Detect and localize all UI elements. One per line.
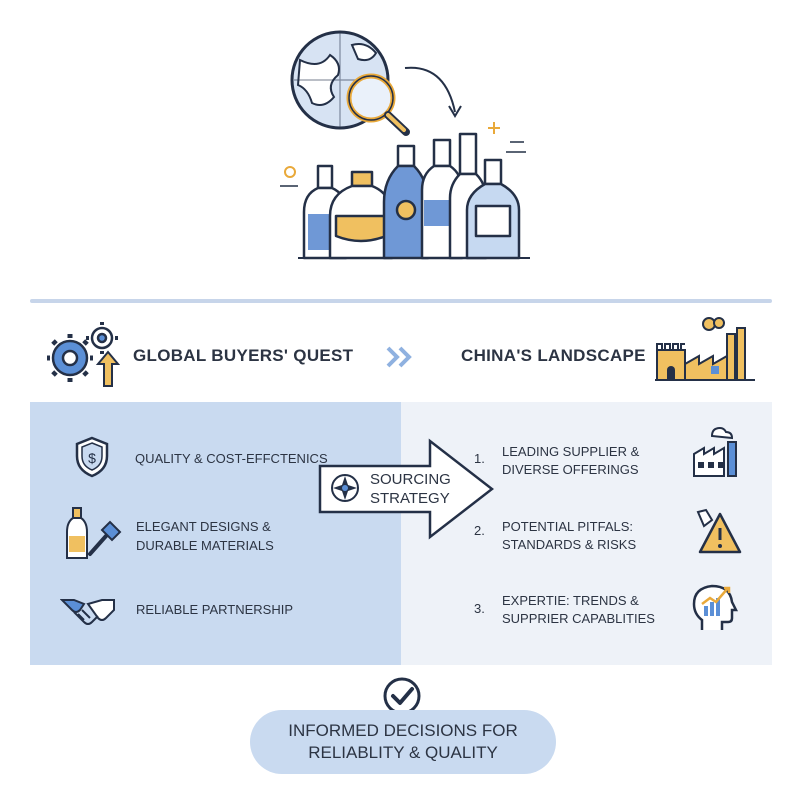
curved-arrow-icon: [404, 66, 456, 113]
gears-icon: [47, 322, 120, 387]
handshake-icon: [60, 599, 115, 625]
landscape-label-3a: EXPERTIE: TRENDS &: [502, 593, 639, 608]
designs-label-2: DURABLE MATERIALS: [136, 538, 274, 553]
head-chart-icon: [692, 584, 738, 630]
designs-label-1: ELEGANT DESIGNS &: [136, 519, 271, 534]
landscape-num-1: 1.: [474, 451, 485, 466]
outcome-pill: INFORMED DECISIONS FOR RELIABLITY & QUAL…: [250, 710, 556, 774]
magnifier-icon: [346, 73, 410, 136]
landscape-label-2b: STANDARDS & RISKS: [502, 537, 637, 552]
great-wall-factory-icon: [655, 317, 755, 381]
warning-icon: [696, 508, 742, 554]
factory-icon: [693, 426, 737, 477]
bottle-hammer-icon: [66, 507, 122, 559]
landscape-label-1b: DIVERSE OFFERINGS: [502, 462, 639, 477]
bottles-icon: [302, 132, 521, 260]
quality-cost-label: QUALITY & COST-EFFCTENICS: [135, 451, 328, 466]
china-landscape-title: CHINA'S LANDSCAPE: [461, 346, 646, 365]
section-divider: [30, 299, 772, 303]
buyers-quest-title: GLOBAL BUYERS' QUEST: [133, 346, 354, 365]
dollar-shield-icon: $: [75, 436, 109, 478]
landscape-num-3: 3.: [474, 601, 485, 616]
double-chevron-icon: [386, 346, 412, 368]
strategy-line-2: STRATEGY: [370, 490, 450, 507]
landscape-label-1a: LEADING SUPPLIER &: [502, 444, 640, 459]
compass-icon: [331, 474, 359, 502]
strategy-line-1: SOURCING: [370, 471, 451, 488]
sourcing-strategy-arrow: [318, 438, 494, 540]
partnership-label: RELIABLE PARTNERSHIP: [136, 602, 294, 617]
outcome-line-1: INFORMED DECISIONS FOR: [288, 721, 518, 740]
hero-illustration: [280, 30, 530, 260]
landscape-label-3b: SUPPRIER CAPABLITIES: [502, 611, 655, 626]
outcome-line-2: RELIABLITY & QUALITY: [308, 743, 498, 762]
landscape-num-2: 2.: [474, 523, 485, 538]
sparkle-icon: [280, 122, 526, 187]
landscape-label-2a: POTENTIAL PITFALS:: [502, 519, 633, 534]
svg-text:$: $: [88, 450, 96, 466]
